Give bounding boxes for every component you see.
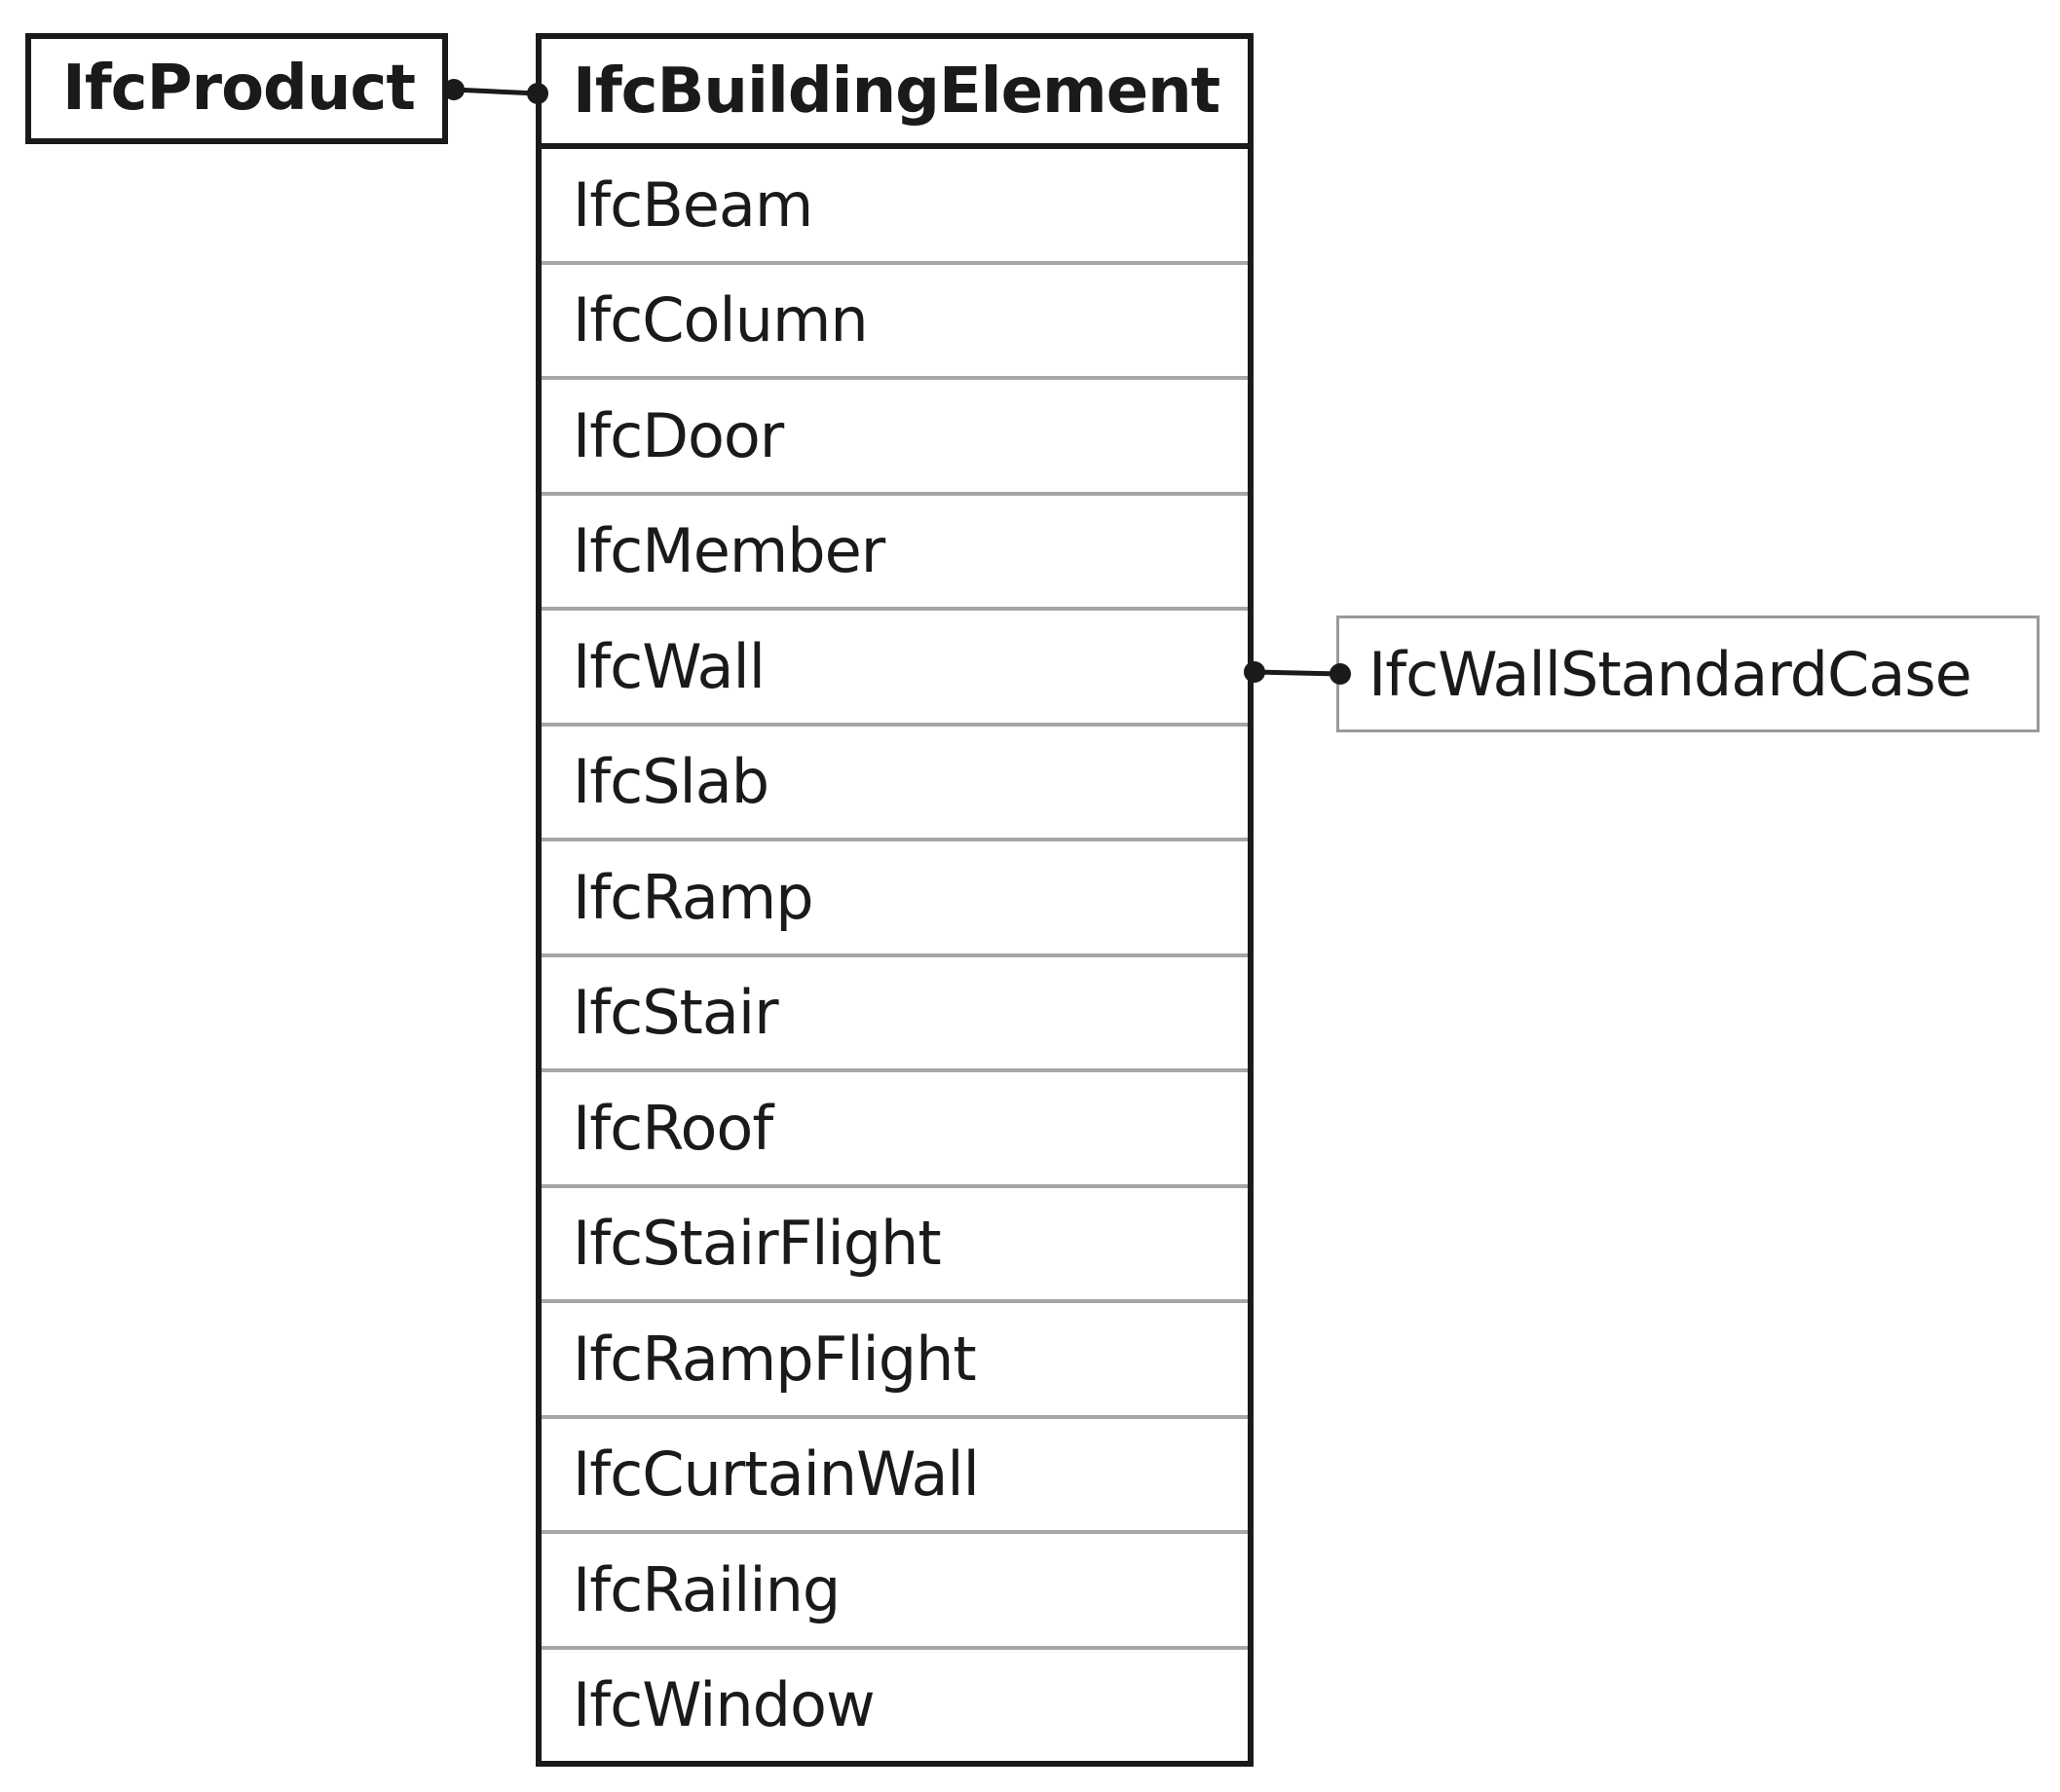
connector-line: [453, 87, 539, 96]
table-row-ifcslab: IfcSlab: [542, 727, 1248, 841]
table-row-ifcwall: IfcWall: [542, 611, 1248, 727]
table-row-label: IfcRailing: [573, 1553, 841, 1625]
table-row-ifccurtainwall: IfcCurtainWall: [542, 1419, 1248, 1534]
table-row-label: IfcMember: [573, 515, 885, 587]
table-row-ifcbeam: IfcBeam: [542, 149, 1248, 265]
table-row-label: IfcWindow: [573, 1669, 876, 1741]
ifc-building-element-table: IfcBuildingElement IfcBeam IfcColumn Ifc…: [536, 33, 1254, 1767]
table-row-label: IfcWall: [573, 630, 766, 702]
table-row-label: IfcStair: [573, 977, 779, 1049]
table-header: IfcBuildingElement: [542, 39, 1248, 149]
table-row-label: IfcBeam: [573, 168, 813, 241]
table-row-label: IfcRamp: [573, 861, 814, 933]
table-row-ifcrampflight: IfcRampFlight: [542, 1303, 1248, 1419]
table-row-label: IfcSlab: [573, 746, 769, 818]
connector-line: [1254, 669, 1341, 677]
ifc-product-box: IfcProduct: [25, 33, 448, 144]
table-row-ifccolumn: IfcColumn: [542, 265, 1248, 380]
table-row-label: IfcStairFlight: [573, 1208, 942, 1280]
wall-to-wall-standard-case-connector: [1244, 661, 1351, 685]
table-row-ifcdoor: IfcDoor: [542, 380, 1248, 496]
table-row-ifcstairflight: IfcStairFlight: [542, 1188, 1248, 1303]
product-to-building-element-connector: [443, 79, 548, 104]
table-row-label: IfcCurtainWall: [573, 1438, 980, 1511]
table-rows: IfcBeam IfcColumn IfcDoor IfcMember IfcW…: [542, 149, 1248, 1761]
table-header-label: IfcBuildingElement: [573, 55, 1220, 128]
table-row-ifcroof: IfcRoof: [542, 1072, 1248, 1188]
table-row-label: IfcRampFlight: [573, 1323, 977, 1395]
table-row-ifcwindow: IfcWindow: [542, 1650, 1248, 1762]
table-row-ifcramp: IfcRamp: [542, 841, 1248, 957]
table-row-ifcstair: IfcStair: [542, 957, 1248, 1072]
ifc-product-label: IfcProduct: [62, 53, 416, 125]
ifc-wall-standard-case-box: IfcWallStandardCase: [1336, 616, 2040, 732]
table-row-ifcmember: IfcMember: [542, 496, 1248, 611]
table-row-label: IfcColumn: [573, 284, 869, 356]
table-row-label: IfcRoof: [573, 1092, 773, 1164]
table-row-ifcrailing: IfcRailing: [542, 1534, 1248, 1650]
table-row-label: IfcDoor: [573, 399, 784, 471]
ifc-wall-standard-case-label: IfcWallStandardCase: [1368, 638, 1972, 710]
